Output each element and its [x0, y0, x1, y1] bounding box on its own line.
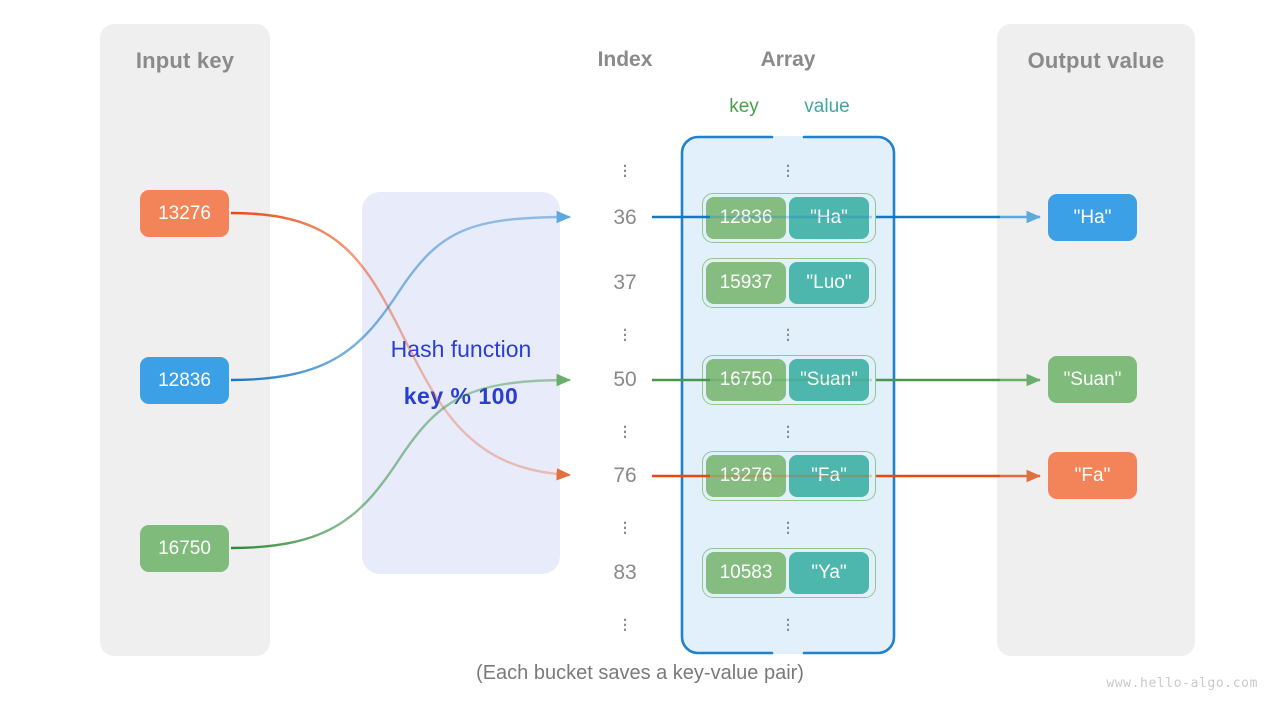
- index-column-header: Index: [597, 48, 653, 71]
- bucket-key: 10583: [706, 552, 786, 594]
- array-column-header: Array: [760, 48, 816, 71]
- output-value-panel: [997, 24, 1195, 656]
- array-ellipsis-3: ...: [785, 506, 791, 539]
- caption: (Each bucket saves a key-value pair): [476, 662, 804, 684]
- bucket-key: 12836: [706, 197, 786, 239]
- index-ellipsis-top: ...: [622, 149, 628, 182]
- index-ellipsis-1: ...: [622, 313, 628, 346]
- input-key-panel-title: Input key: [135, 48, 235, 73]
- hash-function-title: Hash function: [390, 336, 532, 362]
- index-ellipsis-bottom: ...: [622, 603, 628, 636]
- index-36: 36: [613, 206, 637, 229]
- value-subheader: value: [804, 96, 850, 117]
- key-subheader: key: [729, 96, 759, 117]
- bucket-key: 16750: [706, 359, 786, 401]
- bucket-50[interactable]: 16750 "Suan": [702, 355, 876, 405]
- index-ellipsis-2: ...: [622, 410, 628, 443]
- bucket-value: "Ya": [789, 552, 869, 594]
- watermark: www.hello-algo.com: [1106, 676, 1258, 691]
- index-76: 76: [613, 464, 637, 487]
- hash-function-box: Hash function key % 100: [362, 192, 560, 574]
- bucket-key: 15937: [706, 262, 786, 304]
- bucket-37[interactable]: 15937 "Luo": [702, 258, 876, 308]
- input-key-12836[interactable]: 12836: [140, 357, 229, 404]
- bucket-value: "Luo": [789, 262, 869, 304]
- array-ellipsis-bottom: ...: [785, 603, 791, 636]
- array-ellipsis-top: ...: [785, 149, 791, 182]
- bucket-36[interactable]: 12836 "Ha": [702, 193, 876, 243]
- bucket-83[interactable]: 10583 "Ya": [702, 548, 876, 598]
- output-value-fa[interactable]: "Fa": [1048, 452, 1137, 499]
- output-value-panel-title: Output value: [1027, 48, 1165, 73]
- index-ellipsis-3: ...: [622, 506, 628, 539]
- hash-function-formula: key % 100: [403, 383, 519, 409]
- bucket-value: "Suan": [789, 359, 869, 401]
- index-83: 83: [613, 561, 637, 584]
- bucket-value: "Fa": [789, 455, 869, 497]
- input-key-16750[interactable]: 16750: [140, 525, 229, 572]
- input-key-13276[interactable]: 13276: [140, 190, 229, 237]
- bucket-76[interactable]: 13276 "Fa": [702, 451, 876, 501]
- bucket-value: "Ha": [789, 197, 869, 239]
- array-ellipsis-1: ...: [785, 313, 791, 346]
- array-ellipsis-2: ...: [785, 410, 791, 443]
- output-value-suan[interactable]: "Suan": [1048, 356, 1137, 403]
- index-37: 37: [613, 271, 637, 294]
- bucket-key: 13276: [706, 455, 786, 497]
- output-value-ha[interactable]: "Ha": [1048, 194, 1137, 241]
- index-50: 50: [613, 368, 637, 391]
